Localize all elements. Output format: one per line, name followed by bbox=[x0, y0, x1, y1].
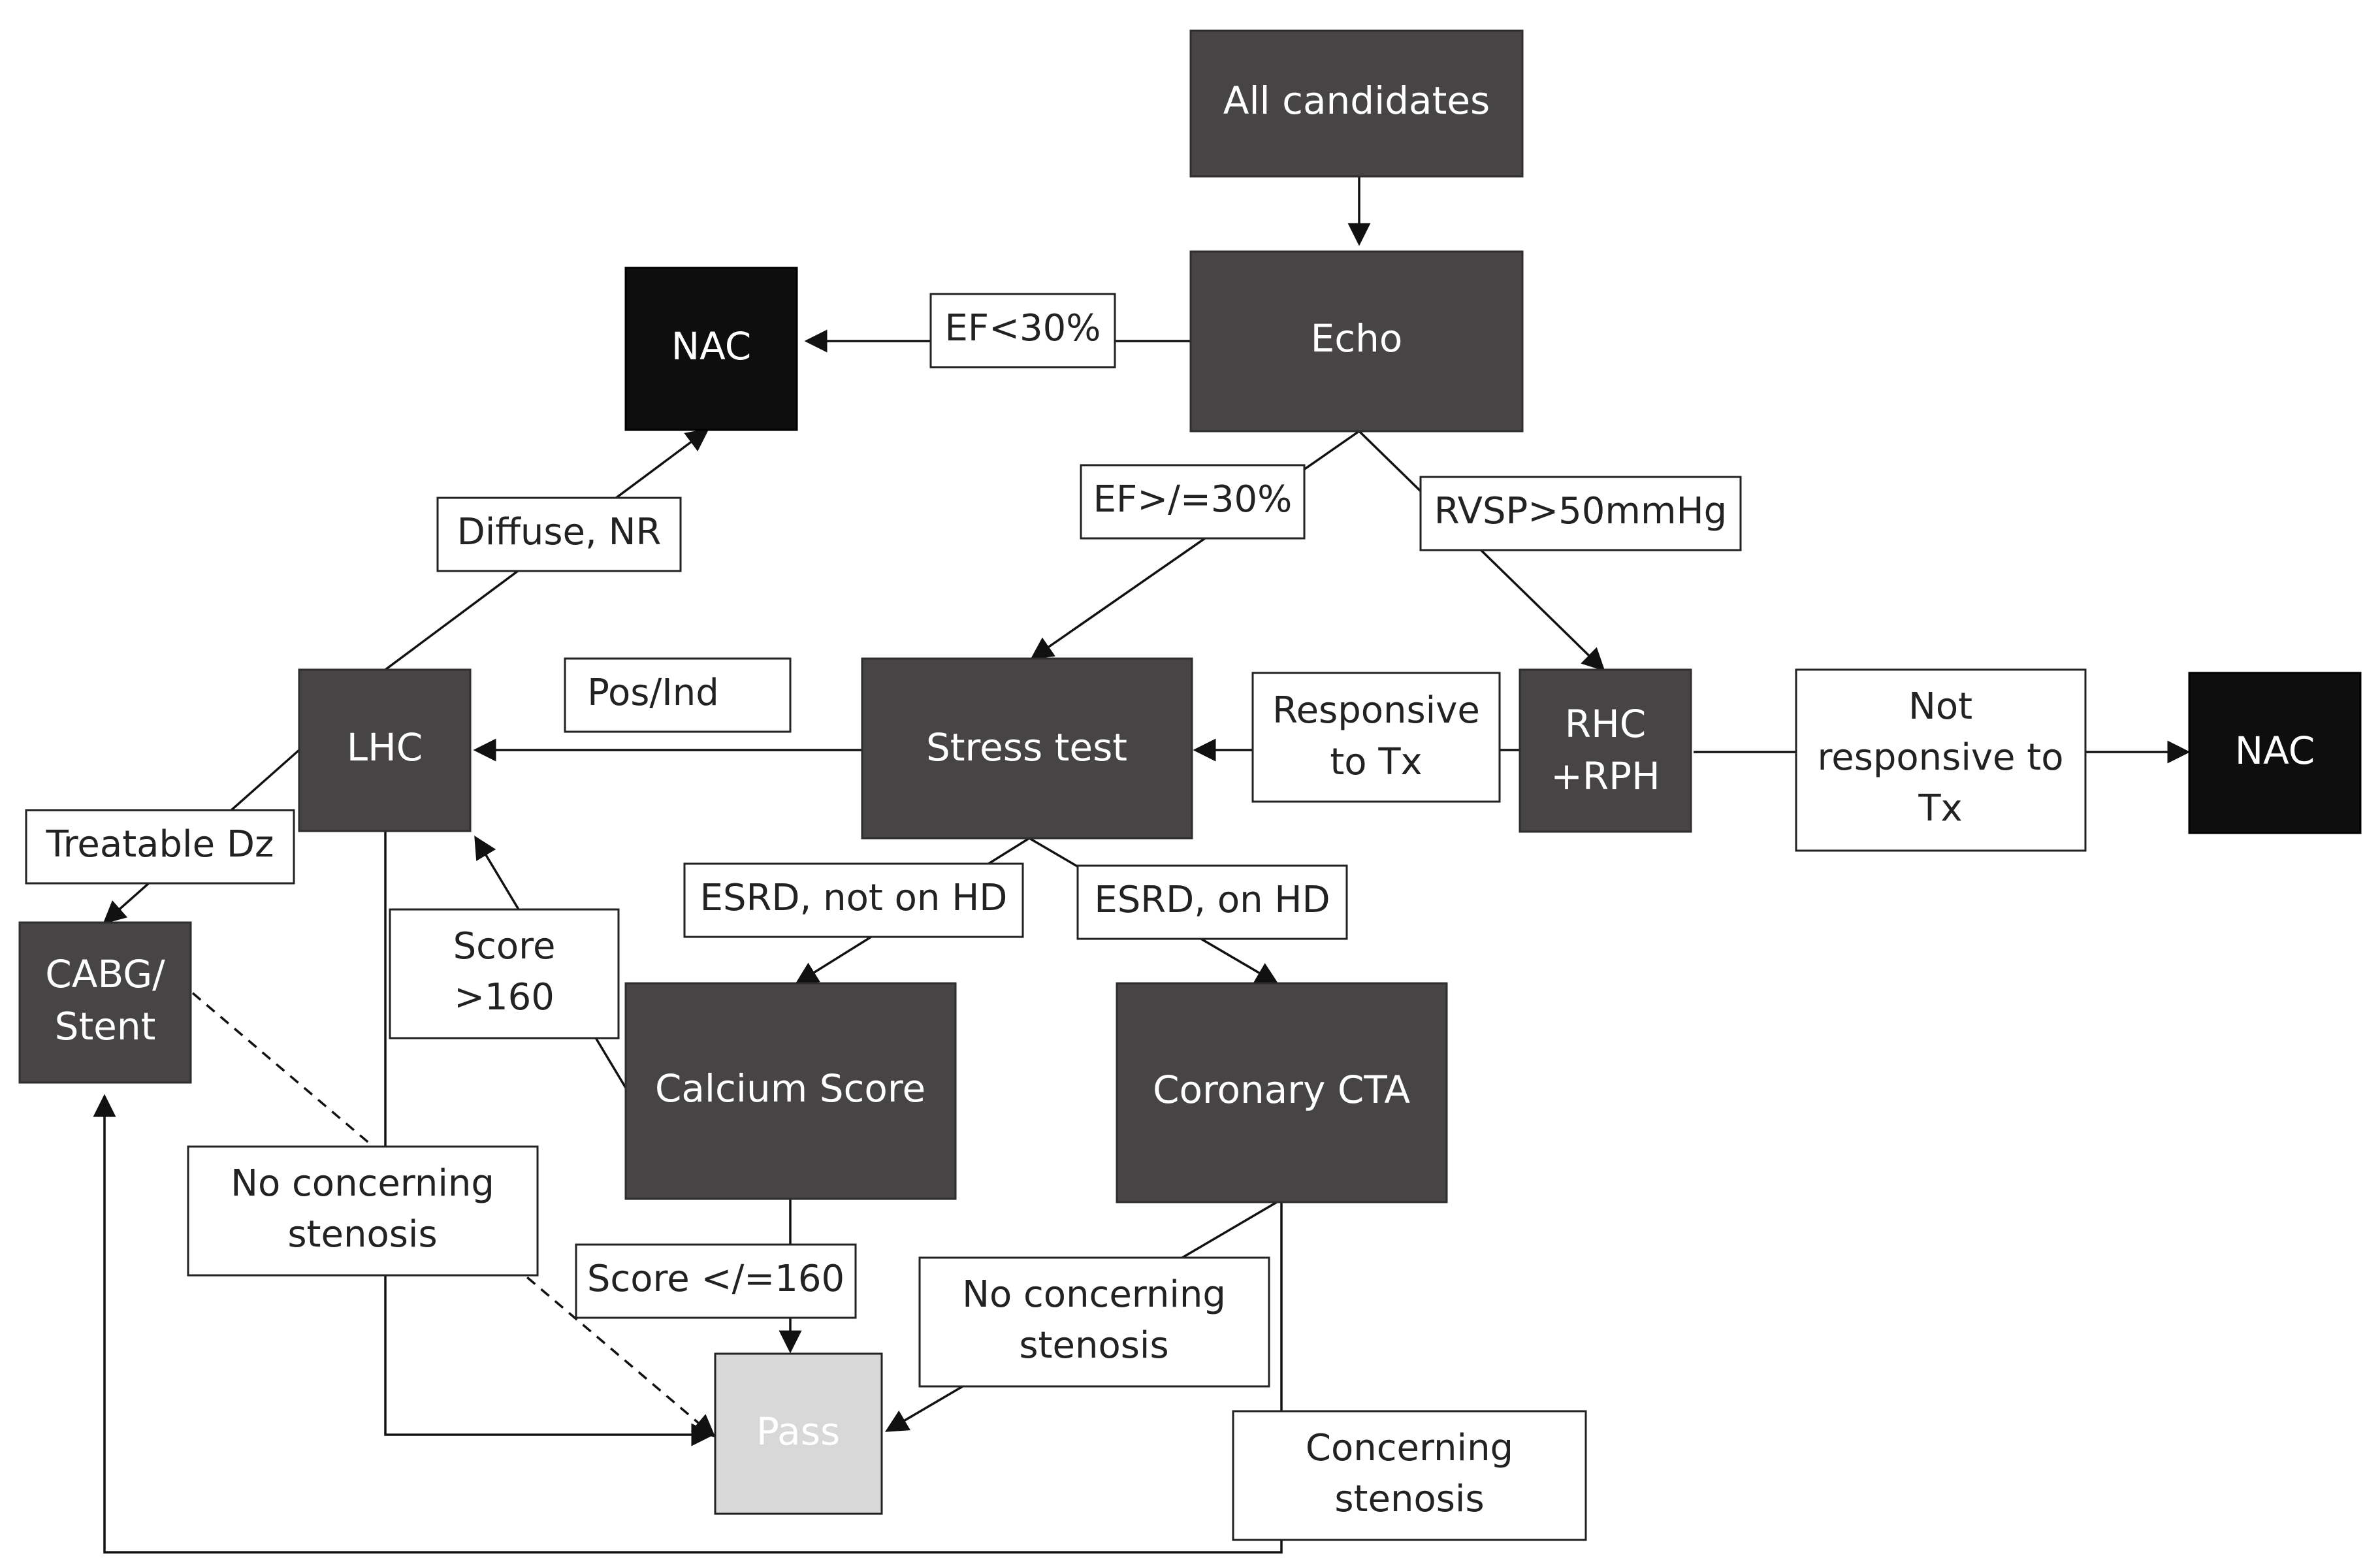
node-calcium-score: Calcium Score bbox=[624, 982, 957, 1200]
label-esrd-on-hd: ESRD, on HD bbox=[1076, 864, 1348, 940]
label-ef-gte-30: EF>/=30% bbox=[1080, 464, 1306, 540]
edge-lhc-to-pass bbox=[384, 831, 715, 1446]
node-cabg-stent: CABG/ Stent bbox=[18, 921, 192, 1084]
svg-text:Score: Score bbox=[453, 925, 556, 968]
svg-text:Calcium Score: Calcium Score bbox=[655, 1066, 925, 1111]
node-lhc: LHC bbox=[298, 668, 472, 832]
svg-text:Concerning: Concerning bbox=[1306, 1427, 1513, 1469]
svg-text:Score </=160: Score </=160 bbox=[587, 1258, 844, 1300]
svg-text:>160: >160 bbox=[454, 976, 555, 1019]
svg-text:EF>/=30%: EF>/=30% bbox=[1093, 478, 1293, 521]
label-rvsp: RVSP>50mmHg bbox=[1419, 476, 1742, 551]
label-treatable-dz: Treatable Dz bbox=[25, 809, 295, 885]
svg-text:No concerning: No concerning bbox=[962, 1273, 1226, 1316]
svg-text:RHC: RHC bbox=[1565, 702, 1646, 746]
svg-text:Coronary CTA: Coronary CTA bbox=[1153, 1068, 1410, 1112]
svg-text:stenosis: stenosis bbox=[1019, 1324, 1168, 1367]
node-coronary-cta: Coronary CTA bbox=[1116, 982, 1448, 1203]
svg-text:to Tx: to Tx bbox=[1330, 741, 1422, 783]
svg-text:Pass: Pass bbox=[756, 1409, 840, 1454]
svg-text:Pos/Ind: Pos/Ind bbox=[587, 672, 719, 714]
node-echo: Echo bbox=[1189, 250, 1524, 433]
node-all-candidates: All candidates bbox=[1189, 29, 1524, 178]
node-pass: Pass bbox=[714, 1352, 883, 1515]
svg-text:CABG/: CABG/ bbox=[45, 952, 165, 996]
edge-labels: EF<30% EF>/=30% RVSP>50mmHg Diffuse, NR … bbox=[25, 293, 2087, 1541]
label-score-lte-160: Score </=160 bbox=[575, 1243, 857, 1319]
svg-text:stenosis: stenosis bbox=[287, 1213, 437, 1256]
label-no-concerning-lhc: No concerning stenosis bbox=[187, 1145, 539, 1277]
node-rhc-rph: RHC +RPH bbox=[1519, 668, 1692, 833]
svg-text:Echo: Echo bbox=[1311, 316, 1403, 361]
svg-text:Responsive: Responsive bbox=[1272, 689, 1480, 732]
label-ef-lt-30: EF<30% bbox=[929, 293, 1116, 368]
label-concerning: Concerning stenosis bbox=[1232, 1410, 1587, 1541]
svg-text:LHC: LHC bbox=[347, 725, 423, 770]
svg-text:+RPH: +RPH bbox=[1551, 754, 1660, 798]
svg-text:responsive to: responsive to bbox=[1817, 736, 2063, 779]
edge-cabg-to-pass bbox=[191, 992, 716, 1438]
label-pos-ind: Pos/Ind bbox=[564, 657, 792, 733]
svg-text:ESRD, not on HD: ESRD, not on HD bbox=[700, 877, 1008, 919]
edge-cta-to-cabg bbox=[93, 1094, 1283, 1554]
svg-text:EF<30%: EF<30% bbox=[945, 307, 1101, 350]
node-stress-test: Stress test bbox=[861, 657, 1193, 840]
node-nac-top: NAC bbox=[624, 267, 798, 431]
svg-text:Diffuse, NR: Diffuse, NR bbox=[457, 511, 662, 553]
label-diffuse-nr: Diffuse, NR bbox=[436, 497, 682, 572]
label-score-gt-160: Score >160 bbox=[389, 908, 620, 1039]
label-responsive: Responsive to Tx bbox=[1251, 672, 1501, 803]
svg-text:ESRD, on HD: ESRD, on HD bbox=[1094, 879, 1330, 921]
node-nac-right: NAC bbox=[2188, 672, 2362, 834]
label-not-responsive: Not responsive to Tx bbox=[1795, 668, 2087, 852]
label-esrd-not-hd: ESRD, not on HD bbox=[683, 862, 1024, 938]
svg-text:RVSP>50mmHg: RVSP>50mmHg bbox=[1434, 490, 1727, 532]
svg-text:Stress test: Stress test bbox=[926, 725, 1127, 770]
svg-text:Tx: Tx bbox=[1918, 787, 1962, 830]
svg-text:Treatable Dz: Treatable Dz bbox=[46, 823, 274, 866]
label-no-concerning-cta: No concerning stenosis bbox=[918, 1256, 1270, 1388]
svg-text:Stent: Stent bbox=[55, 1004, 156, 1049]
svg-text:NAC: NAC bbox=[671, 324, 752, 368]
svg-text:stenosis: stenosis bbox=[1334, 1478, 1484, 1520]
nodes: All candidates Echo NAC Stress test RHC … bbox=[18, 29, 2362, 1515]
svg-text:Not: Not bbox=[1908, 685, 1972, 728]
svg-text:All candidates: All candidates bbox=[1223, 78, 1490, 123]
svg-text:NAC: NAC bbox=[2235, 728, 2315, 773]
svg-text:No concerning: No concerning bbox=[231, 1162, 494, 1205]
